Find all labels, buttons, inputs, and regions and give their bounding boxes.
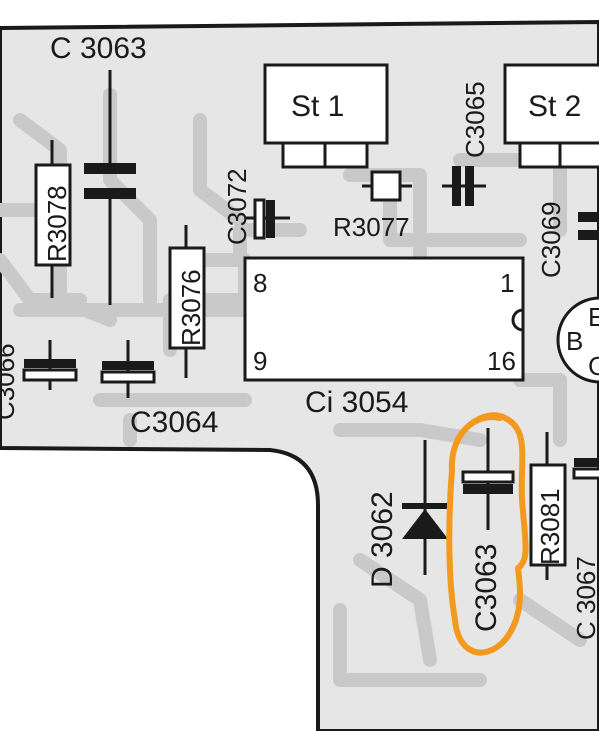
capacitor-c3066 — [22, 340, 78, 390]
label-c3069: C3069 — [536, 201, 566, 278]
resistor-r3077 — [362, 170, 412, 202]
label-c3063-bottom: C3063 — [470, 544, 503, 632]
label-c3064: C3064 — [130, 406, 218, 439]
transistor-b-label: B — [566, 326, 583, 356]
ic-pin-16: 16 — [487, 346, 516, 376]
transistor-c-label: C — [588, 351, 599, 381]
ic-pin-1: 1 — [500, 268, 514, 298]
resistor-r3076 — [168, 225, 206, 378]
label-st1: St 1 — [291, 90, 344, 123]
label-c3063-top: C 3063 — [50, 32, 147, 65]
capacitor-c3067 — [572, 458, 599, 480]
ic-ci3054 — [243, 256, 525, 382]
ic-pin-9: 9 — [253, 346, 267, 376]
capacitor-c3064 — [100, 340, 156, 398]
capacitor-c3063-top — [84, 70, 136, 305]
resistor-r3078 — [34, 140, 72, 298]
label-d3062: D 3062 — [366, 491, 399, 588]
label-r3078: R3078 — [42, 185, 72, 262]
capacitor-c3069 — [578, 212, 599, 240]
capacitor-c3072 — [245, 198, 290, 240]
connector-st2 — [503, 63, 599, 169]
diode-d3062 — [402, 440, 448, 575]
label-c3072: C3072 — [222, 168, 252, 245]
label-c3066: C3066 — [0, 343, 20, 420]
highlight-circle — [446, 412, 529, 656]
ic-pin-8: 8 — [253, 268, 267, 298]
label-r3077: R3077 — [333, 212, 410, 242]
label-c3067: C 3067 — [571, 556, 599, 640]
resistor-r3081 — [529, 432, 567, 580]
capacitor-c3063-bottom — [461, 428, 515, 530]
transistor — [556, 296, 599, 384]
transistor-e-label: E — [588, 302, 599, 332]
label-st2: St 2 — [528, 90, 581, 123]
label-r3081: R3081 — [535, 488, 565, 565]
label-r3076: R3076 — [176, 269, 206, 346]
connector-st1 — [263, 63, 389, 169]
capacitor-c3065 — [442, 166, 486, 206]
label-c3065: C3065 — [460, 81, 490, 158]
label-ci3054: Ci 3054 — [305, 386, 408, 419]
